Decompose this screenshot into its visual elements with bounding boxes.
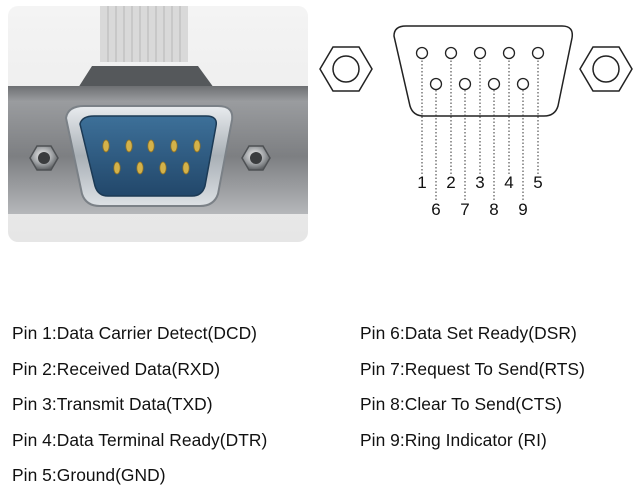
pin-number-3: 3 <box>475 173 484 192</box>
legend-pin-8: Pin 8:Clear To Send(CTS) <box>360 394 562 414</box>
left-hex-nut <box>319 46 373 92</box>
pin-number-9: 9 <box>518 200 527 219</box>
pin-number-7: 7 <box>460 200 469 219</box>
legend-pin-9: Pin 9:Ring Indicator (RI) <box>360 429 547 450</box>
pin-hole-5 <box>531 46 545 60</box>
d-sub-shell <box>64 105 234 207</box>
pin-number-6: 6 <box>431 200 440 219</box>
pin-hole-2 <box>444 46 458 60</box>
db9-connector-photo <box>8 6 308 242</box>
legend-pin-7: Pin 7:Request To Send(RTS) <box>360 358 585 379</box>
legend-pin-5: Pin 5:Ground(GND) <box>12 465 166 485</box>
pin-hole-8 <box>487 77 501 91</box>
pin-number-8: 8 <box>489 200 498 219</box>
db9-pinout-diagram: 1 2 3 4 5 6 7 8 9 <box>319 25 633 219</box>
left-standoff-screw <box>29 145 59 171</box>
legend-pin-2: Pin 2:Received Data(RXD) <box>12 358 221 379</box>
pin-hole-3 <box>473 46 487 60</box>
pin-hole-6 <box>429 77 443 91</box>
pin-legend-left: Pin 1:Data Carrier Detect(DCD) Pin 2:Rec… <box>12 316 267 494</box>
legend-pin-4: Pin 4:Data Terminal Ready(DTR) <box>12 429 268 450</box>
pin-hole-1 <box>415 46 429 60</box>
right-standoff-screw <box>241 145 271 171</box>
pin-number-2: 2 <box>446 173 455 192</box>
legend-pin-6: Pin 6:Data Set Ready(DSR) <box>360 323 577 343</box>
pin-number-5: 5 <box>533 173 542 192</box>
connector-pins <box>102 139 201 175</box>
pin-number-1: 1 <box>417 173 426 192</box>
pin-lead-lines <box>421 57 539 200</box>
pin-hole-4 <box>502 46 516 60</box>
ribbon-cable <box>100 6 188 62</box>
pin-number-4: 4 <box>504 173 513 192</box>
d-connector-outline <box>393 25 574 117</box>
pin-legend-right: Pin 6:Data Set Ready(DSR) Pin 7:Request … <box>360 316 585 458</box>
pin-holes <box>415 46 545 91</box>
pin-hole-9 <box>516 77 530 91</box>
legend-pin-3: Pin 3:Transmit Data(TXD) <box>12 394 213 414</box>
pin-hole-7 <box>458 77 472 91</box>
legend-pin-1: Pin 1:Data Carrier Detect(DCD) <box>12 323 258 343</box>
right-hex-nut <box>579 46 633 92</box>
